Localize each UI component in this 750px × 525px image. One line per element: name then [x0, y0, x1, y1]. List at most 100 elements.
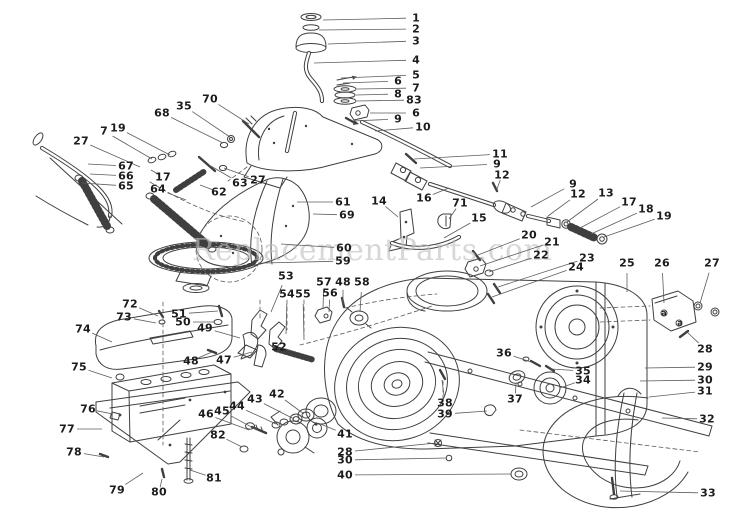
leader-line-26: [662, 272, 665, 304]
callout-38: 38: [437, 396, 453, 410]
callout-35: 35: [176, 99, 192, 113]
leader-line-55: [302, 303, 305, 341]
callout-1: 1: [412, 11, 420, 25]
leader-line-82: [226, 438, 243, 448]
callout-15: 15: [471, 211, 487, 225]
callout-26: 26: [654, 256, 670, 270]
callout-65: 65: [118, 179, 134, 193]
leader-line-30: [639, 379, 696, 382]
leader-line-9: [352, 119, 389, 122]
leader-line-47: [233, 351, 253, 358]
callout-11: 11: [492, 147, 508, 161]
callout-5: 5: [412, 68, 420, 82]
leader-line-80: [159, 478, 163, 488]
callout-23: 23: [579, 251, 595, 265]
callout-6: 6: [394, 74, 402, 88]
leader-line-75: [88, 369, 113, 379]
callout-8: 8: [394, 87, 402, 101]
callout-82: 82: [210, 428, 226, 442]
callout-48: 48: [183, 354, 199, 368]
callout-42: 42: [269, 387, 285, 401]
callout-32: 32: [699, 412, 715, 426]
callout-4: 4: [412, 53, 420, 67]
callout-18: 18: [638, 202, 654, 216]
leader-line-64: [167, 192, 187, 201]
leader-line-42: [284, 399, 305, 415]
callout-30: 30: [337, 453, 353, 467]
leader-line-38: [441, 379, 445, 395]
callout-53: 53: [278, 269, 294, 283]
bracket-mark: a: [677, 318, 683, 328]
callout-51: 51: [171, 307, 187, 321]
leader-line-59: [263, 260, 334, 264]
leader-line-12: [547, 199, 571, 217]
callout-7: 7: [412, 81, 420, 95]
callout-27: 27: [250, 173, 266, 187]
callout-35: 35: [575, 364, 591, 378]
callout-17: 17: [621, 195, 637, 209]
leader-line-6: [342, 81, 389, 84]
leader-line-21: [479, 244, 543, 267]
leader-line-4: [313, 59, 407, 64]
callout-77: 77: [59, 422, 75, 436]
leader-line-69: [312, 213, 338, 216]
callout-75: 75: [71, 360, 87, 374]
leader-line-19: [603, 218, 655, 238]
leader-line-11: [413, 154, 491, 160]
callout-68: 68: [154, 106, 170, 120]
leader-line-16: [432, 187, 450, 195]
callout-69: 69: [339, 208, 355, 222]
leader-line-14: [385, 206, 399, 218]
callout-17: 17: [155, 170, 171, 184]
leader-line-65: [81, 182, 117, 186]
leader-line-29: [644, 366, 696, 369]
callout-16: 16: [416, 191, 432, 205]
callout-19: 19: [110, 121, 126, 135]
callout-9: 9: [569, 177, 577, 191]
callout-61: 61: [335, 195, 351, 209]
callout-50: 50: [175, 315, 191, 329]
callout-24: 24: [568, 260, 584, 274]
leader-line-67: [87, 163, 117, 166]
leader-line-3: [327, 40, 407, 45]
callout-29: 29: [697, 360, 713, 374]
callout-56: 56: [322, 286, 338, 300]
leader-line-72: [139, 307, 159, 317]
leader-line-48: [198, 351, 213, 359]
bracket-mark: a: [661, 308, 667, 318]
callout-60: 60: [336, 241, 352, 255]
leader-line-62: [199, 184, 213, 190]
leader-line-44: [245, 409, 277, 425]
callout-20: 20: [521, 228, 537, 242]
leader-line-23: [497, 260, 578, 288]
leader-line-24: [491, 270, 567, 298]
callout-6: 6: [412, 106, 420, 120]
callout-25: 25: [619, 256, 635, 270]
leader-line-74: [91, 332, 113, 343]
leader-line-1: [322, 17, 407, 21]
callout-28: 28: [337, 445, 353, 459]
callout-54: 54: [279, 287, 295, 301]
leader-line-45: [230, 415, 258, 431]
leader-line-32: [661, 417, 698, 420]
leader-line-33: [619, 490, 699, 494]
leader-line-54: [285, 303, 288, 335]
callout-74: 74: [75, 322, 91, 336]
leader-line-17: [579, 206, 621, 229]
callout-19: 19: [656, 209, 672, 223]
callout-9: 9: [493, 157, 501, 171]
leader-line-63: [208, 164, 232, 179]
leader-line-7: [112, 135, 153, 160]
callout-43: 43: [247, 392, 263, 406]
callout-67: 67: [118, 159, 134, 173]
leader-line-30: [354, 457, 448, 461]
leader-line-52: [284, 348, 297, 353]
callout-46: 46: [198, 407, 214, 421]
callout-59: 59: [335, 254, 351, 268]
leader-line-53: [270, 285, 283, 313]
callout-72: 72: [122, 297, 138, 311]
leader-line-18: [590, 212, 638, 235]
callout-12: 12: [494, 168, 510, 182]
